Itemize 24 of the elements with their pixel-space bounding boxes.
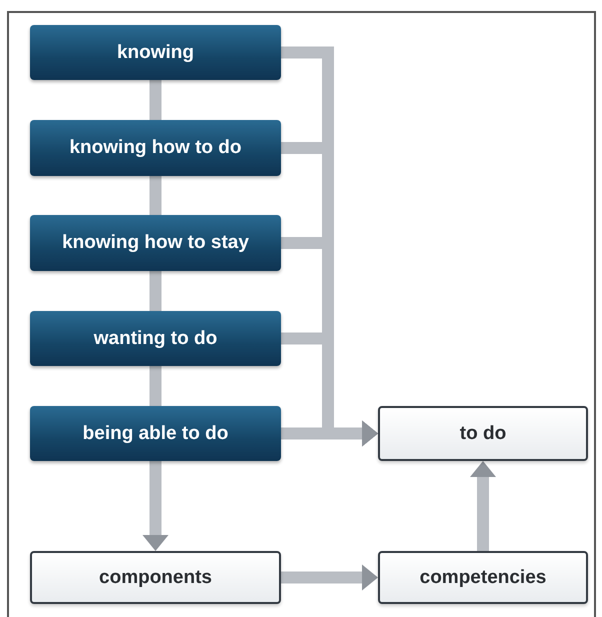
arrow (281, 420, 378, 446)
box-label: knowing how to do (69, 137, 242, 159)
box-label: knowing (116, 42, 194, 64)
process-box (30, 120, 281, 176)
box-label: competencies (420, 566, 546, 588)
arrow (470, 461, 496, 551)
connector-bar (150, 271, 162, 311)
box-label: components (99, 566, 212, 588)
process-box (378, 406, 588, 461)
connector-bar (150, 366, 162, 406)
process-box (378, 551, 588, 604)
process-box (30, 215, 281, 271)
process-box (30, 25, 281, 80)
connector-bar (150, 80, 162, 120)
box-label: being able to do (82, 422, 228, 444)
arrow (142, 461, 168, 551)
arrow (281, 564, 378, 590)
process-box (30, 406, 281, 461)
box-label: to do (460, 422, 506, 444)
connector-bar (150, 176, 162, 215)
process-box (30, 311, 281, 366)
box-label: wanting to do (94, 328, 218, 350)
process-box (30, 551, 281, 604)
box-label: knowing how to stay (62, 232, 249, 254)
